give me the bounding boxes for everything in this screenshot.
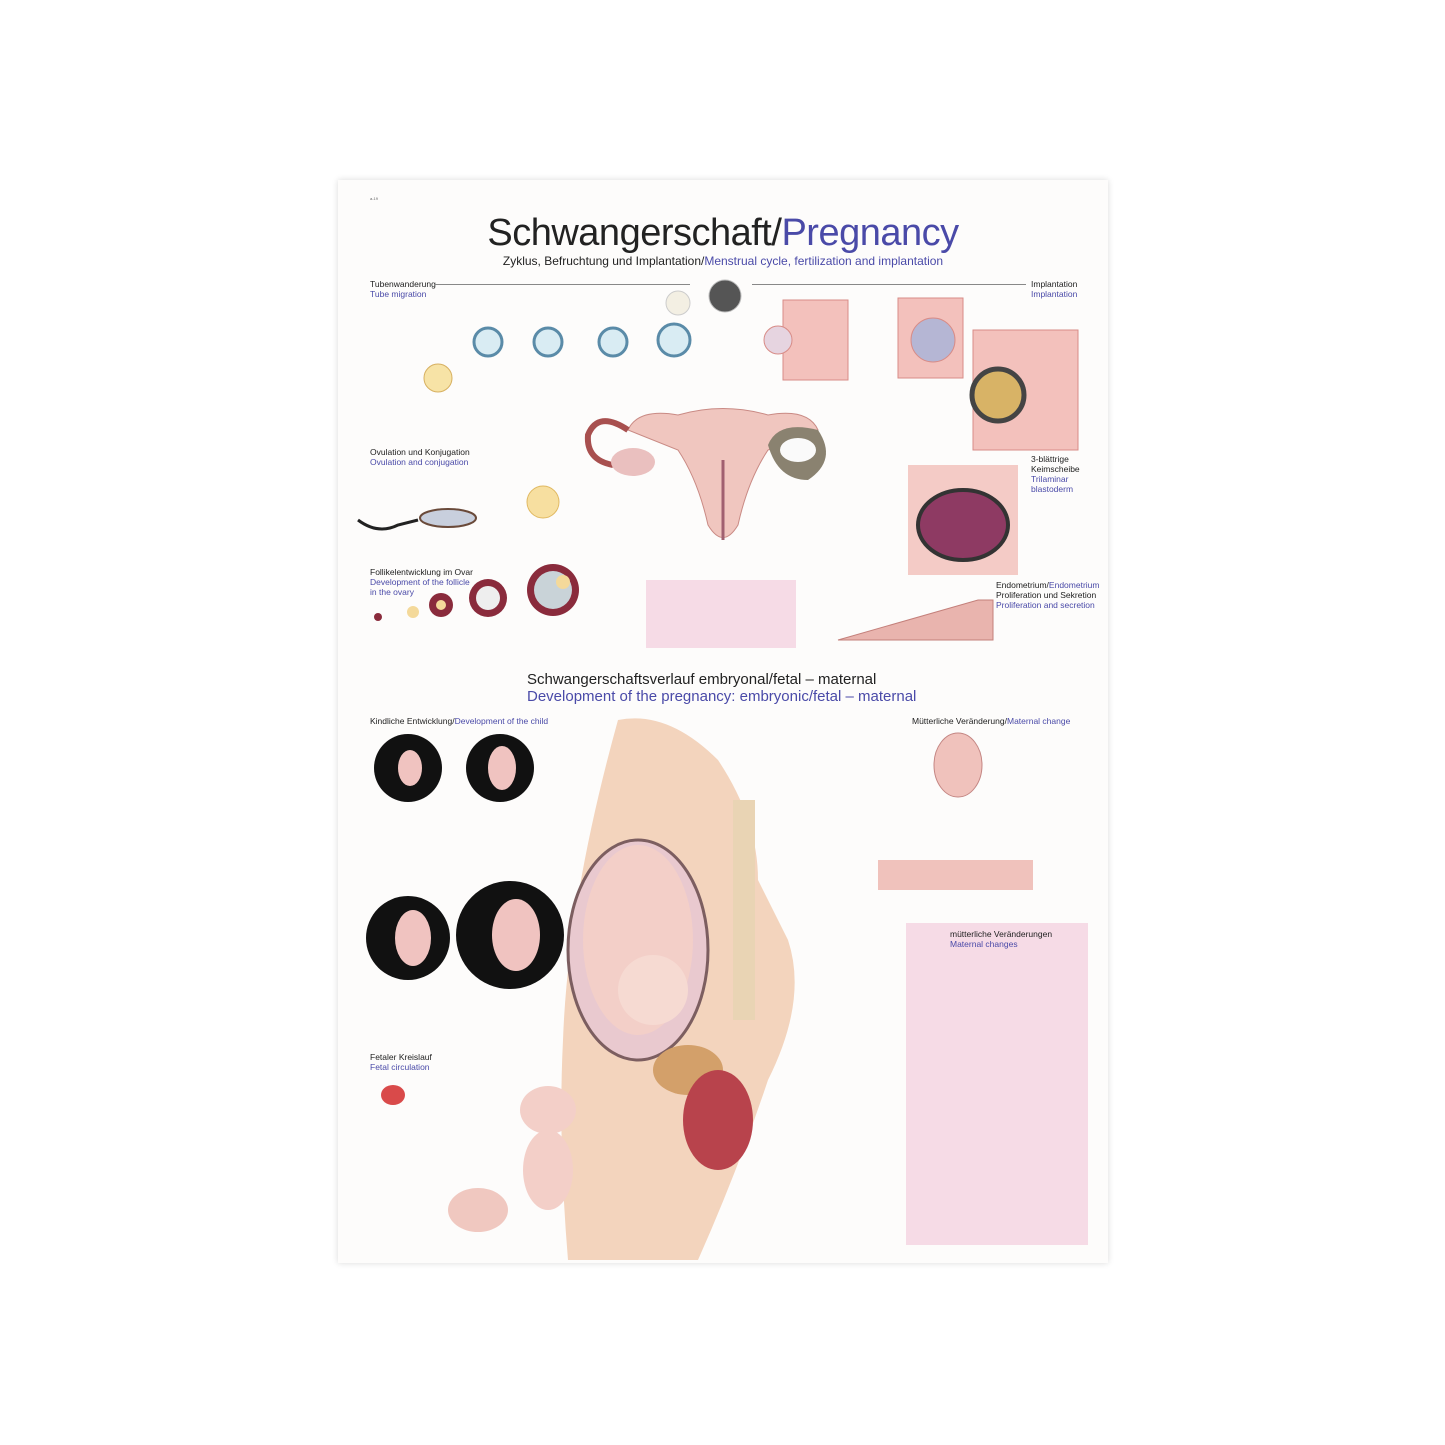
heading-de-2: Keimscheibe [1031, 464, 1080, 474]
heading-en: Maternal changes [950, 939, 1018, 949]
maternal-changes-panel [906, 923, 1088, 1245]
zona-cell [665, 290, 691, 316]
heading-de: Kindliche Entwicklung/ [370, 716, 455, 726]
heading-de: Follikelentwicklung im Ovar [370, 567, 473, 577]
title-en: Pregnancy [781, 212, 959, 254]
endometrium-strip [837, 599, 994, 641]
divider [434, 284, 690, 285]
heading-en: Maternal change [1006, 716, 1071, 726]
heading-de: mütterliche Veränderungen [950, 929, 1053, 939]
poster-code: a-19 [370, 196, 379, 201]
fetus-head [520, 1086, 576, 1134]
heading-en: Trilaminar [1031, 474, 1069, 484]
ovum [526, 485, 560, 519]
sperm [357, 518, 419, 531]
heading-de: Implantation [1031, 279, 1078, 289]
heading-en: Ovulation and conjugation [370, 457, 469, 467]
cycle-table [646, 580, 796, 648]
heading-de: Endometrium/ [996, 580, 1049, 590]
implantation-blocks [763, 297, 1079, 451]
placenta-section [878, 860, 1033, 890]
anatomical-illustrations [357, 279, 1079, 1260]
follicles [374, 564, 579, 621]
heading-de: 3-blättrige [1031, 454, 1069, 464]
blastocyst [916, 488, 1010, 562]
heading-en: Development of the child [454, 716, 549, 726]
sperm-micrograph [708, 279, 742, 313]
divider [752, 284, 1026, 285]
heading-de: Schwangerschaftsverlauf embryonal/fetal … [527, 671, 877, 688]
embryo-stages [366, 734, 564, 989]
cell-stages [472, 322, 692, 358]
pregnant-body-section [561, 718, 795, 1260]
heading-en: Tube migration [370, 289, 427, 299]
heart [381, 1085, 405, 1105]
uterus-diagram [584, 408, 826, 540]
heading-en-2: Proliferation and secretion [996, 600, 1095, 610]
title-de: Schwangerschaft/ [487, 212, 782, 254]
maternal-change-heading: Mütterliche Veränderung/Maternal change [912, 716, 1070, 726]
heading-en: Endometrium [1048, 580, 1100, 590]
subtitle-de: Zyklus, Befruchtung und Implantation/ [502, 254, 705, 268]
heading-de: Mütterliche Veränderung/ [912, 716, 1007, 726]
heading-de-2: Proliferation und Sekretion [996, 590, 1097, 600]
poster: a-19 Schwangerschaft/Pregnancy Zyklus, B… [338, 180, 1108, 1263]
child-heading: Kindliche Entwicklung/Development of the… [370, 716, 548, 726]
heading-en: Development of the follicle [370, 577, 470, 587]
fetus-body [523, 1130, 573, 1210]
heading-en: Implantation [1031, 289, 1078, 299]
heading-de: Tubenwanderung [370, 279, 436, 289]
heading-de: Fetaler Kreislauf [370, 1052, 432, 1062]
oocyte [423, 363, 453, 393]
page-title: Schwangerschaft/Pregnancy [338, 212, 1108, 255]
development-heading: Schwangerschaftsverlauf embryonal/fetal … [527, 671, 916, 705]
sperm-head [419, 508, 477, 528]
heading-en-2: blastoderm [1031, 484, 1074, 494]
heading-en: Development of the pregnancy: embryonic/… [527, 688, 917, 705]
maternal-uterus [933, 732, 983, 798]
subtitle-en: Menstrual cycle, fertilization and impla… [704, 254, 944, 268]
heading-de: Ovulation und Konjugation [370, 447, 470, 457]
heading-en-2: in the ovary [370, 587, 414, 597]
page-subtitle: Zyklus, Befruchtung und Implantation/Men… [338, 254, 1108, 268]
placenta [448, 1188, 508, 1232]
heading-en: Fetal circulation [370, 1062, 430, 1072]
